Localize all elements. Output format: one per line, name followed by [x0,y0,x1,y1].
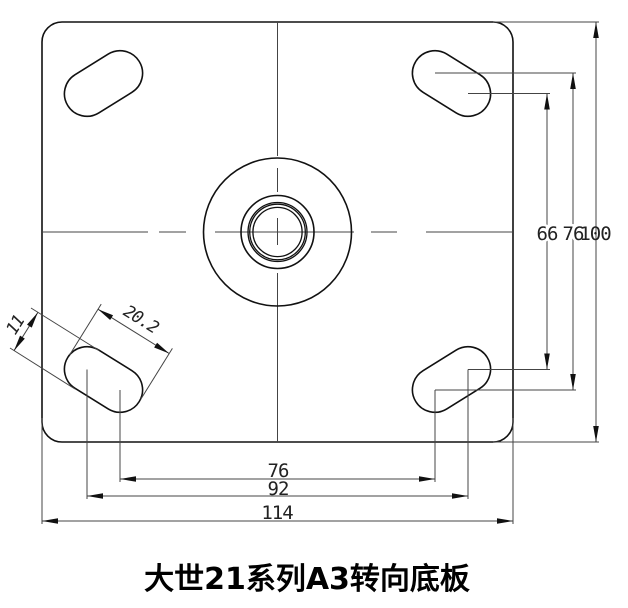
ext-slot-width-lower [9,347,76,390]
arrow-slotlen-right [154,342,170,354]
ext-slot-length-left [69,303,102,356]
dim-label-114: 114 [261,502,293,524]
arrow-114-left [42,518,58,524]
kingpin-ring-inner [252,206,303,258]
arrow-66-up [544,93,550,110]
dim-label-100: 100 [579,223,611,245]
arrow-92-right [452,493,468,499]
ext-slot-length-right [140,348,173,400]
slot-bottom-right [411,345,492,414]
drawing-title: 大世21系列A3转向底板 [144,562,470,597]
kingpin-ring-mid [249,203,306,261]
central-boss [202,157,353,307]
arrow-76b-left [120,476,136,482]
arrow-66-down [544,353,550,370]
dim-label-76-bottom: 76 [268,460,289,482]
dim-label-66: 66 [537,223,558,245]
arrow-76b-right [419,476,435,482]
arrowheads [14,22,599,524]
dim-label-76-right: 76 [563,223,584,245]
ext-slot-width-upper [30,307,100,351]
dim-label-92: 92 [268,478,289,500]
arrow-92-left [87,493,103,499]
slot-top-left [63,49,144,118]
boss-outer-circle [202,157,353,307]
arrow-76r-up [570,73,576,89]
arrow-slotwidth-up [26,312,38,328]
dimension-lines [13,22,597,522]
centerlines [42,22,513,442]
extension-lines [9,21,599,524]
slot-bottom-left [63,345,144,414]
boss-middle-circle [240,194,315,270]
slot-top-right [411,49,492,118]
arrow-114-right [497,518,513,524]
arrow-100-down [593,426,599,442]
arrow-100-up [593,22,599,38]
arrow-slotwidth-down [14,335,25,351]
arrow-76r-down [570,374,576,390]
arrow-slotlen-left [98,309,114,321]
kingpin-ring-outer [247,201,308,263]
dim-label-slot-length: 20.2 [120,302,163,339]
dim-label-slot-width: 11 [2,312,29,338]
mounting-slots [63,49,492,414]
